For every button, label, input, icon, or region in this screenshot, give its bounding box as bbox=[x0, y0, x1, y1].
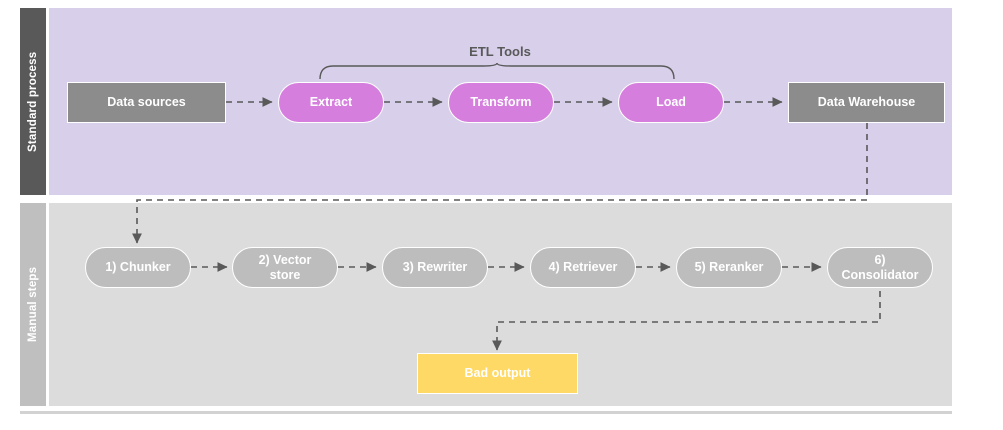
etl-tools-label: ETL Tools bbox=[469, 44, 531, 59]
node-data-sources-label: Data sources bbox=[107, 95, 186, 110]
node-retriever[interactable]: 4) Retriever bbox=[530, 247, 636, 288]
node-reranker[interactable]: 5) Reranker bbox=[676, 247, 782, 288]
node-chunker[interactable]: 1) Chunker bbox=[85, 247, 191, 288]
node-load[interactable]: Load bbox=[618, 82, 724, 123]
node-extract-label: Extract bbox=[309, 95, 353, 110]
node-consolidator[interactable]: 6)Consolidator bbox=[827, 247, 933, 288]
node-reranker-label: 5) Reranker bbox=[694, 260, 764, 275]
node-load-label: Load bbox=[656, 95, 686, 110]
etl-tools-bracket-icon bbox=[319, 62, 675, 80]
band-label-standard-process: Standard process bbox=[20, 8, 46, 195]
node-data-warehouse[interactable]: Data Warehouse bbox=[788, 82, 945, 123]
node-transform[interactable]: Transform bbox=[448, 82, 554, 123]
node-transform-label: Transform bbox=[470, 95, 532, 110]
node-data-sources[interactable]: Data sources bbox=[67, 82, 226, 123]
bottom-divider bbox=[20, 411, 952, 414]
band-label-manual-steps: Manual steps bbox=[20, 203, 46, 406]
node-retriever-label: 4) Retriever bbox=[548, 260, 618, 275]
node-rewriter[interactable]: 3) Rewriter bbox=[382, 247, 488, 288]
node-consolidator-label: 6)Consolidator bbox=[841, 252, 919, 282]
node-bad-output-label: Bad output bbox=[464, 366, 531, 381]
node-rewriter-label: 3) Rewriter bbox=[402, 260, 468, 275]
node-extract[interactable]: Extract bbox=[278, 82, 384, 123]
node-chunker-label: 1) Chunker bbox=[105, 260, 171, 275]
node-bad-output[interactable]: Bad output bbox=[417, 353, 578, 394]
node-data-warehouse-label: Data Warehouse bbox=[817, 95, 916, 110]
